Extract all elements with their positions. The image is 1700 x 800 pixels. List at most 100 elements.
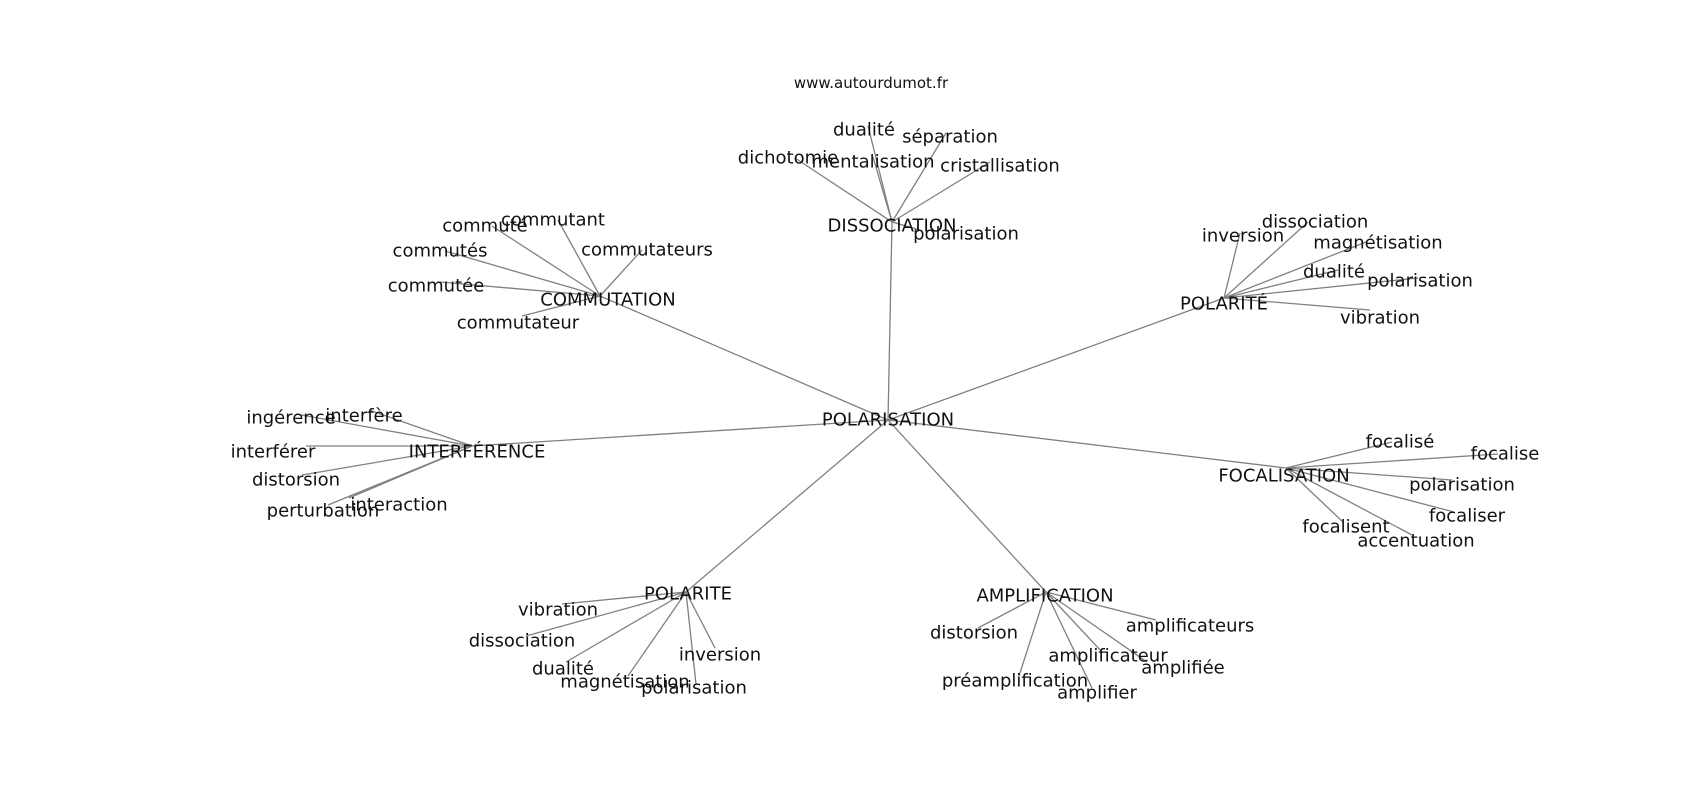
edge-polarite-bottom-word-2 xyxy=(685,591,716,649)
related-word-polarite-bottom-3[interactable]: dualité xyxy=(532,659,594,680)
edge-focalisation-word-3 xyxy=(1285,467,1455,513)
edge-center-dissociation xyxy=(887,221,893,421)
edge-center-focalisation xyxy=(887,419,1287,469)
edge-polarite-bottom-word-5 xyxy=(685,591,697,685)
edge-commutation-word-1 xyxy=(491,225,601,297)
related-word-focalisation-0[interactable]: focalisé xyxy=(1366,432,1435,453)
cluster-label-focalisation[interactable]: FOCALISATION xyxy=(1218,466,1349,487)
edge-commutation-word-3 xyxy=(599,249,643,297)
cluster-label-dissociation[interactable]: DISSOCIATION xyxy=(828,216,957,237)
edge-amplification-word-1 xyxy=(977,591,1047,629)
edge-polarite-top-word-5 xyxy=(1223,297,1371,311)
edge-dissociation-word-2 xyxy=(794,157,893,223)
related-word-amplification-1[interactable]: distorsion xyxy=(930,623,1018,644)
edge-dissociation-word-5 xyxy=(891,221,921,231)
related-word-interference-4[interactable]: interaction xyxy=(350,495,447,516)
center-word[interactable]: POLARISATION xyxy=(822,410,954,431)
related-word-polarite-bottom-0[interactable]: vibration xyxy=(518,600,598,621)
edge-amplification-word-5 xyxy=(1045,591,1093,689)
edge-center-amplification xyxy=(887,419,1047,593)
edge-polarite-bottom-word-1 xyxy=(525,591,687,637)
related-word-polarite-bottom-1[interactable]: dissociation xyxy=(469,631,576,652)
related-word-commutation-1[interactable]: commuté xyxy=(442,216,528,237)
related-word-focalisation-4[interactable]: focalisent xyxy=(1302,517,1389,538)
related-word-interference-5[interactable]: perturbation xyxy=(267,501,380,522)
edge-interference-word-3 xyxy=(301,445,473,476)
related-word-polarite-top-5[interactable]: vibration xyxy=(1340,308,1420,329)
edge-amplification-word-0 xyxy=(1045,591,1157,621)
edge-polarite-top-word-0 xyxy=(1223,221,1309,299)
labels-layer: www.autourdumot.fr POLARISATION DISSOCIAT… xyxy=(231,74,1540,704)
edge-dissociation-word-1 xyxy=(891,132,947,223)
related-word-interference-2[interactable]: interférer xyxy=(231,442,316,463)
related-word-commutation-5[interactable]: commutateur xyxy=(457,313,580,334)
edge-focalisation-word-0 xyxy=(1285,441,1393,469)
related-word-focalisation-5[interactable]: accentuation xyxy=(1357,531,1474,552)
edge-focalisation-word-5 xyxy=(1285,467,1413,536)
edge-dissociation-word-4 xyxy=(891,161,991,223)
cluster-label-commutation[interactable]: COMMUTATION xyxy=(540,290,675,311)
related-word-interference-0[interactable]: ingérence xyxy=(246,408,335,429)
edge-focalisation-word-2 xyxy=(1285,467,1453,481)
edge-polarite-top-word-1 xyxy=(1223,232,1241,299)
related-word-polarite-bottom-4[interactable]: magnétisation xyxy=(560,672,689,693)
edge-polarite-top-word-3 xyxy=(1223,269,1339,299)
edge-amplification-word-3 xyxy=(1045,591,1148,663)
edges-layer xyxy=(295,125,1499,689)
related-word-dissociation-4[interactable]: cristallisation xyxy=(940,156,1060,177)
related-word-polarite-top-2[interactable]: magnétisation xyxy=(1313,233,1442,254)
related-word-interference-1[interactable]: interfère xyxy=(325,406,402,427)
related-word-dissociation-5[interactable]: polarisation xyxy=(913,224,1019,245)
related-word-amplification-3[interactable]: amplifiée xyxy=(1141,658,1224,679)
related-word-polarite-top-4[interactable]: polarisation xyxy=(1367,271,1473,292)
edge-commutation-word-5 xyxy=(521,295,601,317)
edge-interference-word-0 xyxy=(295,413,473,447)
related-word-commutation-2[interactable]: commutés xyxy=(393,241,488,262)
source-label: www.autourdumot.fr xyxy=(794,74,949,92)
edge-commutation-word-4 xyxy=(439,281,601,297)
related-word-amplification-0[interactable]: amplificateurs xyxy=(1126,616,1255,637)
related-word-dissociation-3[interactable]: mentalisation xyxy=(812,152,935,173)
cluster-label-polarite-bottom[interactable]: POLARITE xyxy=(644,584,732,605)
related-word-focalisation-3[interactable]: focaliser xyxy=(1429,506,1506,527)
edge-dissociation-word-3 xyxy=(872,156,893,223)
edge-polarite-top-word-4 xyxy=(1223,277,1419,299)
related-word-focalisation-2[interactable]: polarisation xyxy=(1409,475,1515,496)
edge-amplification-word-4 xyxy=(1018,591,1047,677)
edge-focalisation-word-1 xyxy=(1285,453,1499,469)
cluster-label-amplification[interactable]: AMPLIFICATION xyxy=(976,586,1113,607)
edge-center-polarite-bottom xyxy=(685,419,889,593)
related-word-dissociation-2[interactable]: dichotomie xyxy=(738,148,838,169)
related-word-polarite-bottom-5[interactable]: polarisation xyxy=(641,678,747,699)
related-word-dissociation-1[interactable]: séparation xyxy=(902,127,998,148)
related-word-polarite-top-3[interactable]: dualité xyxy=(1303,262,1365,283)
edge-focalisation-word-4 xyxy=(1285,467,1344,523)
related-word-amplification-4[interactable]: préamplification xyxy=(942,671,1088,692)
related-word-polarite-top-1[interactable]: inversion xyxy=(1202,226,1284,247)
related-word-commutation-0[interactable]: commutant xyxy=(501,210,605,231)
edge-center-polarite-top xyxy=(887,297,1225,421)
related-word-polarite-top-0[interactable]: dissociation xyxy=(1262,212,1369,233)
edge-polarite-bottom-word-0 xyxy=(561,591,687,605)
edge-commutation-word-0 xyxy=(557,219,601,297)
related-word-amplification-5[interactable]: amplifier xyxy=(1057,683,1137,704)
cluster-label-polarite-top[interactable]: POLARITÉ xyxy=(1180,293,1268,315)
edge-interference-word-5 xyxy=(327,445,473,506)
edge-polarite-top-word-2 xyxy=(1223,241,1367,299)
cluster-label-interference[interactable]: INTERFÉRENCE xyxy=(409,441,546,463)
edge-center-commutation xyxy=(599,295,889,421)
related-word-focalisation-1[interactable]: focalise xyxy=(1471,444,1540,465)
edge-center-interference xyxy=(471,419,889,447)
related-word-commutation-3[interactable]: commutateurs xyxy=(581,240,713,261)
related-word-dissociation-0[interactable]: dualité xyxy=(833,120,895,141)
edge-commutation-word-2 xyxy=(444,250,601,297)
edge-polarite-bottom-word-3 xyxy=(565,591,687,663)
related-word-interference-3[interactable]: distorsion xyxy=(252,470,340,491)
related-word-polarite-bottom-2[interactable]: inversion xyxy=(679,645,761,666)
edge-interference-word-1 xyxy=(368,409,473,447)
related-word-commutation-4[interactable]: commutée xyxy=(388,276,485,297)
edge-polarite-bottom-word-4 xyxy=(627,591,687,677)
related-word-amplification-2[interactable]: amplificateur xyxy=(1048,646,1168,667)
